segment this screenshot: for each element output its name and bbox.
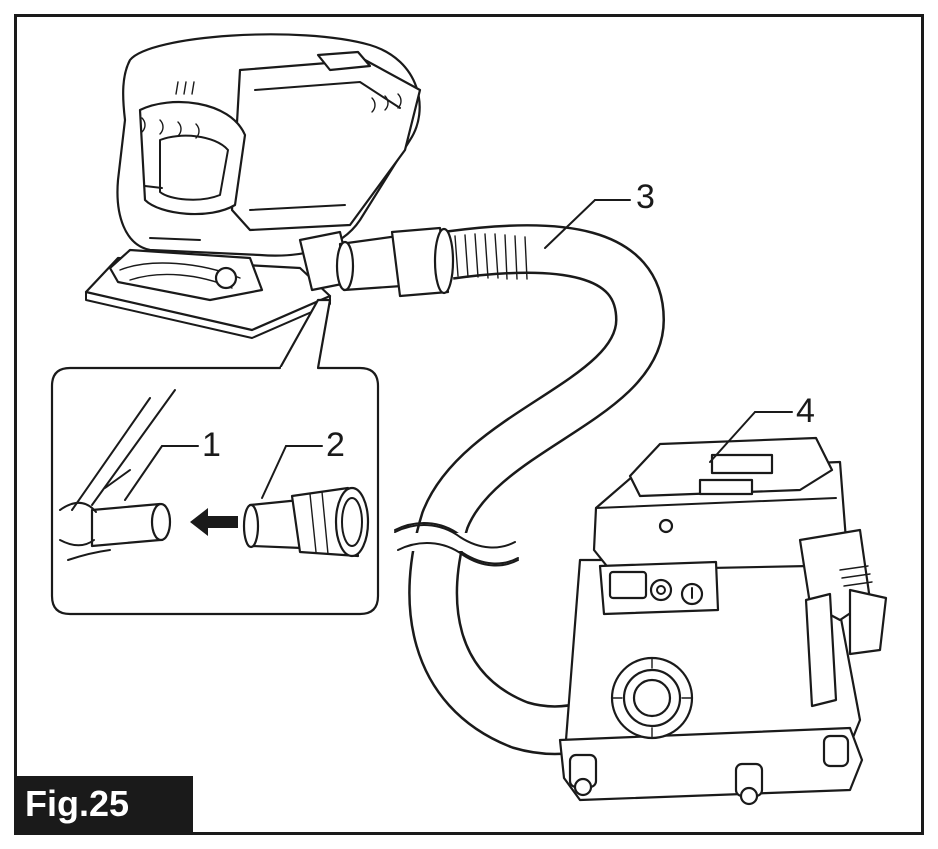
sander — [84, 33, 455, 339]
callout-1: 1 — [202, 426, 221, 464]
callout-3: 3 — [636, 178, 655, 216]
dust-extractor — [558, 436, 888, 806]
callout-4: 4 — [796, 392, 815, 430]
leader-lines — [124, 199, 793, 501]
figure-label: Fig.25 — [17, 776, 193, 832]
callout-2: 2 — [326, 426, 345, 464]
figure-frame — [14, 14, 924, 835]
nozzle-connection-inset — [50, 298, 380, 616]
vacuum-hose — [394, 224, 666, 756]
